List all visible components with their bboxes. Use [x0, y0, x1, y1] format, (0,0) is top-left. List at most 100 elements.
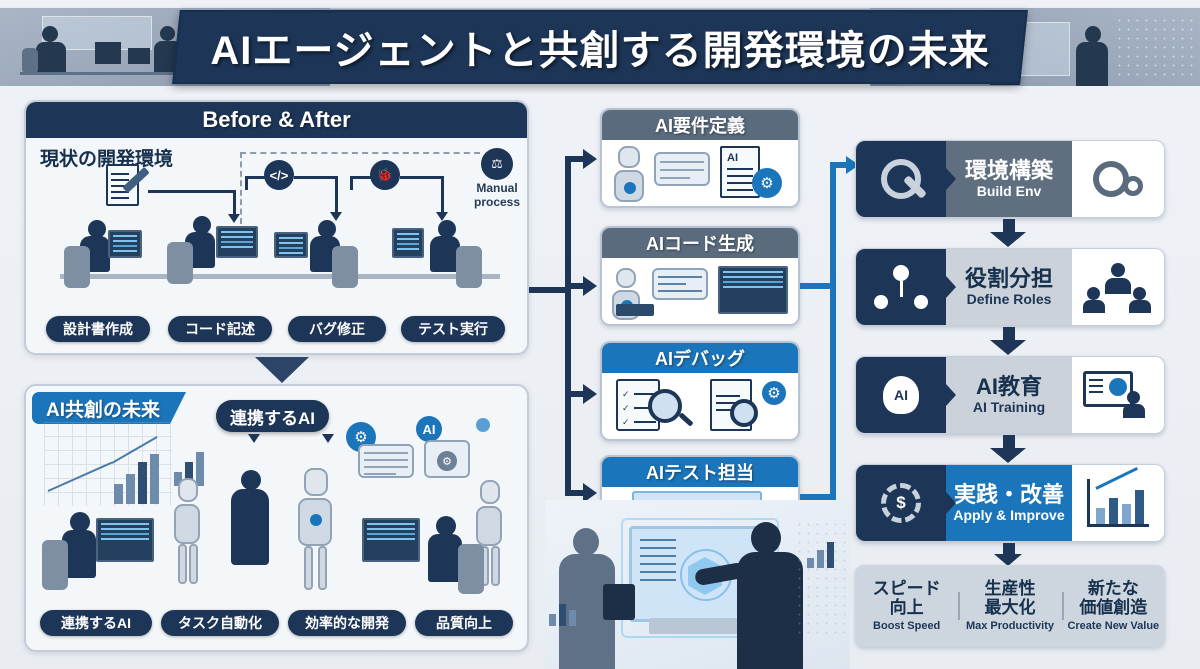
flow-line	[335, 176, 338, 214]
document-pencil-icon	[106, 164, 150, 210]
center-illustration	[545, 500, 850, 669]
row-title-jp: 環境構築	[964, 157, 1053, 183]
listener-head	[1085, 26, 1101, 43]
row-title-en: Build Env	[976, 182, 1042, 199]
dashed-flow-line	[240, 152, 242, 224]
benefit-jp-line1: 生産性	[984, 579, 1036, 599]
right-row-define-roles[interactable]: 役割分担 Define Roles	[855, 248, 1165, 326]
middle-card-debug[interactable]: AIデバッグ ✓ ✓ ✓ ⚙	[600, 341, 800, 441]
middle-card-requirements[interactable]: AI要件定義 AI ⚙	[600, 108, 800, 208]
magnifier-handle	[678, 412, 694, 427]
row-title-en: AI Training	[972, 398, 1046, 415]
row-arrow-1	[990, 232, 1026, 247]
flow-line	[294, 176, 338, 179]
dot-pattern	[1115, 16, 1195, 78]
row-title-jp: AI教育	[975, 373, 1042, 399]
benefit-create-new-value[interactable]: 新たな 価値創造 Create New Value	[1061, 579, 1165, 632]
stage-pill-testing[interactable]: テスト実行	[401, 316, 505, 342]
code-monitor-icon	[718, 266, 788, 314]
row-arrow-4	[994, 554, 1022, 566]
flow-line	[245, 176, 248, 190]
future-pill-quality[interactable]: 品質向上	[415, 610, 513, 636]
bar-chart-decoration	[112, 442, 176, 504]
flow-arrow	[436, 212, 448, 221]
before-after-title: Before & After	[202, 107, 351, 132]
speech-bubble-icon	[654, 152, 710, 186]
row-arrow-stem	[1003, 327, 1015, 341]
right-row-ai-training[interactable]: AI AI教育 AI Training	[855, 356, 1165, 434]
monitor	[108, 230, 142, 258]
future-pill-efficiency[interactable]: 効率的な開発	[288, 610, 406, 636]
team-network-icon	[856, 249, 956, 325]
future-pill-collab[interactable]: 連携するAI	[40, 610, 152, 636]
bar-chart-decoration2	[174, 442, 216, 486]
callout-arrow-left	[248, 434, 260, 443]
benefit-jp-line1: 新たな	[1087, 579, 1139, 599]
card-illustration: AI ⚙	[602, 140, 798, 206]
row-label-block: AI教育 AI Training	[946, 357, 1072, 433]
middle-card-codegen[interactable]: AIコード生成	[600, 226, 800, 326]
benefit-boost-speed[interactable]: スピード 向上 Boost Speed	[855, 579, 958, 632]
man-body	[737, 552, 803, 669]
benefit-en: Max Productivity	[965, 619, 1054, 632]
before-after-panel: Before & After 現状の開発環境 </> 🐞 ⚖ Manual pr…	[24, 100, 529, 355]
clipboard	[603, 584, 635, 620]
connector-branch-3	[565, 391, 589, 397]
row-label-block: 役割分担 Define Roles	[946, 249, 1072, 325]
benefit-jp-line2: 向上	[889, 597, 924, 617]
connector-branch-1	[565, 156, 589, 162]
dashed-flow-line	[240, 152, 480, 154]
collaboration-callout: 連携するAI	[216, 400, 329, 432]
benefits-bar: スピード 向上 Boost Speed 生産性 最大化 Max Producti…	[855, 565, 1165, 647]
current-env-label: 現状の開発環境	[40, 149, 174, 170]
row-arrow-stem	[1003, 435, 1015, 449]
card-illustration	[602, 258, 798, 324]
right-row-build-env[interactable]: 環境構築 Build Env	[855, 140, 1165, 218]
monitor	[216, 226, 258, 258]
woman-head	[573, 528, 599, 556]
stage-pill-bugfix[interactable]: バグ修正	[288, 316, 386, 342]
card-illustration: ✓ ✓ ✓ ⚙	[602, 373, 798, 439]
benefit-max-productivity[interactable]: 生産性 最大化 Max Productivity	[958, 579, 1061, 632]
refresh-cycle-icon: $	[856, 465, 956, 541]
connector-spine	[565, 156, 571, 496]
team-people-icon	[1072, 249, 1164, 325]
before-after-header: Before & After	[26, 102, 527, 138]
monitor	[274, 232, 308, 258]
header-banner: AIエージェントと共創する開発環境の未来	[0, 0, 1200, 94]
code-brackets-icon: </>	[264, 160, 294, 190]
future-pill-automation[interactable]: タスク自動化	[161, 610, 279, 636]
stage-pill-design[interactable]: 設計書作成	[46, 316, 150, 342]
monitor	[96, 518, 154, 562]
worker-body	[36, 42, 66, 72]
flow-arrow	[228, 214, 240, 223]
dot-pattern	[795, 520, 849, 640]
bug-icon: 🐞	[370, 160, 400, 190]
page-title: AIエージェントと共創する開発環境の未来	[210, 29, 990, 73]
row-title-jp: 実践・改善	[953, 481, 1064, 507]
small-node-icon	[476, 418, 490, 432]
row-label-block: 環境構築 Build Env	[946, 141, 1072, 217]
right-row-apply-improve[interactable]: $ 実践・改善 Apply & Improve	[855, 464, 1165, 542]
blue-connector-in-2	[800, 494, 836, 500]
blue-connector-in	[800, 283, 836, 289]
blue-connector-spine	[830, 162, 836, 500]
dashboard-bubble-icon: ⚙	[424, 440, 470, 478]
benefit-jp-line1: スピード	[872, 579, 941, 599]
ai-future-tab: AI共創の未来	[32, 392, 186, 424]
card-header: AIデバッグ	[602, 343, 798, 373]
desk	[60, 274, 500, 279]
gear-icon: ⚙	[752, 168, 782, 198]
bug-magnifier-icon	[730, 399, 758, 427]
connector-arrow-2	[583, 276, 597, 296]
monitor	[362, 518, 420, 562]
row-arrow-stem	[1003, 543, 1015, 555]
connector-arrow-4	[583, 483, 597, 503]
stage-pill-coding[interactable]: コード記述	[168, 316, 272, 342]
ai-brain-icon: AI	[856, 357, 956, 433]
callout-arrow-right	[322, 434, 334, 443]
title-banner: AIエージェントと共創する開発環境の未来	[172, 10, 1028, 84]
bar-chart-decoration	[807, 538, 845, 568]
flow-line	[400, 176, 444, 179]
